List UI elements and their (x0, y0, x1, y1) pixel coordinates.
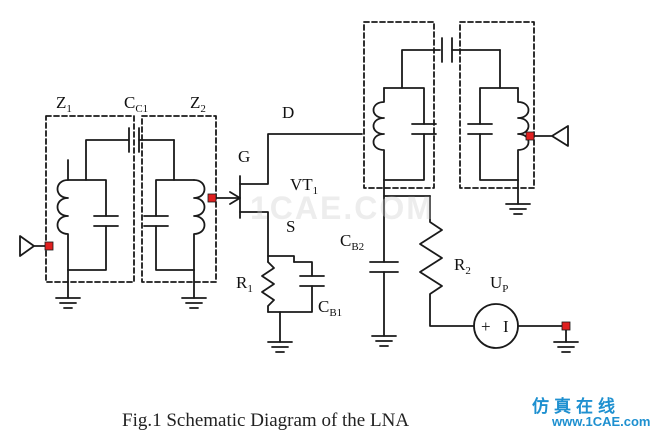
z3-tank-wires (383, 87, 425, 181)
vt1-drain-lead (239, 133, 363, 185)
r2-resistor (419, 195, 475, 327)
z2-tank-wires (155, 179, 195, 271)
label-z2: Z2 (190, 93, 206, 115)
z1-to-cc1-wire (85, 139, 129, 181)
z4-tank-wires (479, 87, 519, 181)
label-vt1: VT1 (290, 175, 318, 197)
label-up: UP (490, 273, 508, 295)
output-antenna (529, 125, 569, 147)
z3-box (363, 21, 435, 189)
z3-inductor (372, 87, 385, 181)
watermark-center: 1CAE.COM (250, 190, 435, 226)
z2-inductor (193, 179, 206, 271)
label-cc1: CC1 (124, 93, 148, 115)
z1-inductor (56, 159, 69, 271)
terminal-output (525, 131, 535, 141)
watermark-corner-text: 仿真在线 (532, 397, 620, 417)
vt1-source-lead (239, 211, 269, 257)
watermark-corner-url: www.1CAE.com (552, 414, 650, 429)
up-plus-sign: + (481, 317, 491, 336)
label-cb2: CB2 (340, 231, 364, 253)
z1-box (45, 115, 135, 283)
z3-top-wire (401, 49, 441, 89)
source-network-top (267, 255, 295, 263)
cb1-wires (267, 261, 313, 313)
label-s: S (286, 217, 295, 236)
label-cb1: CB1 (318, 297, 342, 319)
label-g: G (238, 147, 250, 166)
terminal-gate (207, 193, 217, 203)
up-output-wire (517, 325, 567, 343)
label-r2: R2 (454, 255, 471, 277)
z4-inductor (517, 87, 530, 181)
z4-box (459, 21, 535, 189)
z1-tank-wires (67, 179, 107, 271)
label-r1: R1 (236, 273, 253, 295)
vt1-gate-arrow (229, 191, 241, 205)
r1-resistor (261, 261, 275, 313)
label-d: D (282, 103, 294, 122)
figure-caption: Fig.1 Schematic Diagram of the LNA (122, 410, 410, 431)
terminal-input (44, 241, 54, 251)
up-minus-sign: I (503, 317, 509, 336)
label-z1: Z1 (56, 93, 72, 115)
terminal-up (561, 321, 571, 331)
